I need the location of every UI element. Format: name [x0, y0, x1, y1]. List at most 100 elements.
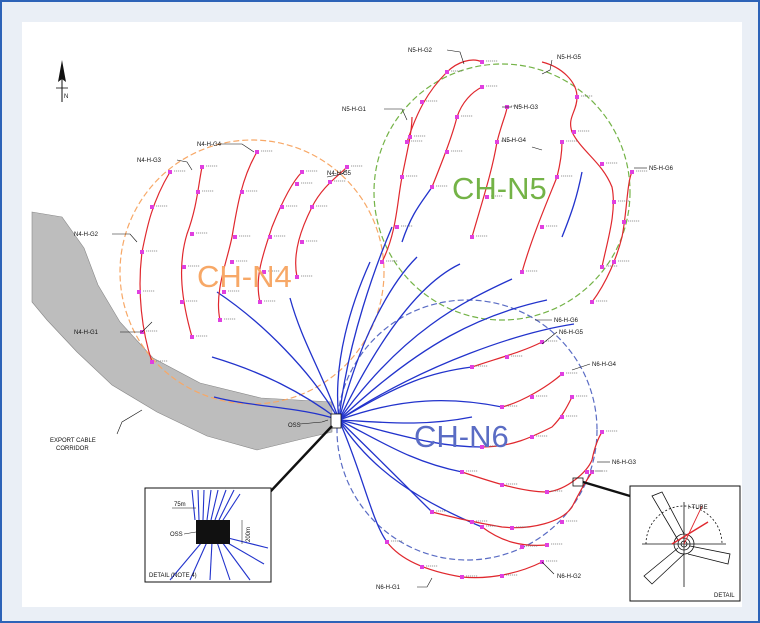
turbine-marker: [585, 470, 589, 474]
circuit-label-n5-g2: N5-H-G2: [408, 48, 433, 54]
turbine-marker: [480, 525, 484, 529]
circuit-label-n4-g4: N4-H-G4: [197, 142, 222, 148]
export-corridor-label-line2: CORRIDOR: [56, 446, 89, 452]
turbine-marker: [262, 270, 266, 274]
turbine-marker: [180, 300, 184, 304]
detail-turbine-inset: I-TUBE DETAIL: [629, 485, 741, 602]
north-label: N: [64, 94, 68, 100]
circuit-label-n6-g5: N6-H-G5: [559, 330, 584, 336]
detail-oss-label: OSS: [170, 532, 183, 538]
zone-label-n5: CH-N5: [452, 171, 547, 206]
circuit-label-n5-g3: N5-H-G3: [514, 105, 539, 111]
export-corridor-label-line1: EXPORT CABLE: [50, 438, 96, 444]
turbine-marker: [500, 574, 504, 578]
turbine-marker: [222, 290, 226, 294]
turbine-marker: [570, 395, 574, 399]
turbine-marker: [300, 240, 304, 244]
turbine-marker: [480, 60, 484, 64]
turbine-marker: [555, 175, 559, 179]
turbine-marker: [310, 205, 314, 209]
zone-circle-n5: [373, 63, 631, 321]
turbine-tags: [143, 60, 648, 577]
turbine-marker: [590, 470, 594, 474]
turbine-marker: [470, 520, 474, 524]
circuit-label-n6-g3: N6-H-G3: [612, 460, 637, 466]
turbine-marker: [168, 170, 172, 174]
turbine-marker: [600, 162, 604, 166]
turbine-markers: [137, 60, 634, 579]
turbine-marker: [200, 165, 204, 169]
turbine-marker: [500, 483, 504, 487]
turbine-marker: [460, 575, 464, 579]
circuit-label-n6-g4: N6-H-G4: [592, 362, 617, 368]
turbine-marker: [380, 260, 384, 264]
turbine-marker: [470, 235, 474, 239]
turbine-marker: [540, 340, 544, 344]
turbine-marker: [540, 225, 544, 229]
turbine-marker: [218, 318, 222, 322]
turbine-marker: [258, 300, 262, 304]
turbine-marker: [455, 115, 459, 119]
turbine-marker: [345, 165, 349, 169]
turbine-marker: [400, 175, 404, 179]
circuit-label-n5-g5: N5-H-G5: [557, 55, 582, 61]
turbine-marker: [268, 235, 272, 239]
blue-feeder-cables: [211, 171, 583, 543]
turbine-marker: [530, 395, 534, 399]
circuit-label-n4-g1: N4-H-G1: [74, 330, 99, 336]
turbine-marker: [233, 235, 237, 239]
turbine-marker: [612, 200, 616, 204]
turbine-marker: [500, 405, 504, 409]
detail-turbine-caption: DETAIL: [714, 593, 735, 599]
detail-leader-oss: [269, 425, 333, 493]
turbine-marker: [445, 70, 449, 74]
turbine-marker: [300, 170, 304, 174]
turbine-marker: [240, 190, 244, 194]
turbine-marker: [560, 520, 564, 524]
turbine-marker: [230, 260, 234, 264]
turbine-marker: [480, 85, 484, 89]
turbine-marker: [510, 526, 514, 530]
zone-label-n6: CH-N6: [414, 419, 509, 454]
circuit-label-n5-g1: N5-H-G1: [342, 107, 367, 113]
detail-oss-block: [196, 520, 230, 544]
turbine-marker: [600, 265, 604, 269]
export-cable-corridor: [31, 211, 333, 451]
oss-label: OSS: [288, 423, 301, 429]
turbine-marker: [545, 543, 549, 547]
detail-turbine-label: I-TUBE: [688, 505, 708, 511]
circuit-label-n4-g2: N4-H-G2: [74, 232, 99, 238]
circuit-label-n4-g3: N4-H-G3: [137, 158, 162, 164]
turbine-marker: [622, 220, 626, 224]
turbine-marker: [328, 180, 332, 184]
turbine-marker: [520, 545, 524, 549]
turbine-marker: [575, 95, 579, 99]
turbine-marker: [572, 130, 576, 134]
turbine-marker: [460, 470, 464, 474]
turbine-marker: [545, 490, 549, 494]
turbine-marker: [190, 335, 194, 339]
circuit-label-n6-g2: N6-H-G2: [557, 574, 582, 580]
turbine-marker: [295, 182, 299, 186]
turbine-marker: [560, 415, 564, 419]
turbine-marker: [280, 205, 284, 209]
turbine-marker: [408, 135, 412, 139]
turbine-marker: [430, 510, 434, 514]
turbine-marker: [405, 140, 409, 144]
circuit-label-n5-g4: N5-H-G4: [502, 138, 527, 144]
turbine-marker: [295, 275, 299, 279]
turbine-marker: [560, 140, 564, 144]
detail-leader-turbine: [582, 480, 631, 498]
leader-lines: [112, 49, 647, 588]
turbine-marker: [420, 100, 424, 104]
turbine-marker: [137, 290, 141, 294]
turbine-marker: [520, 270, 524, 274]
circuit-labels: N4-H-G1 N4-H-G2 N4-H-G3 N4-H-G4 N4-H-G5 …: [74, 48, 674, 591]
turbine-marker: [560, 372, 564, 376]
zone-circle-n6: [336, 299, 598, 561]
turbine-marker: [485, 195, 489, 199]
circuit-label-n5-g6: N5-H-G6: [649, 166, 674, 172]
detail-dim-top: 75m: [174, 502, 186, 508]
detail-oss-inset: 75m 200m OSS DETAIL (NOTE 4): [144, 487, 272, 583]
